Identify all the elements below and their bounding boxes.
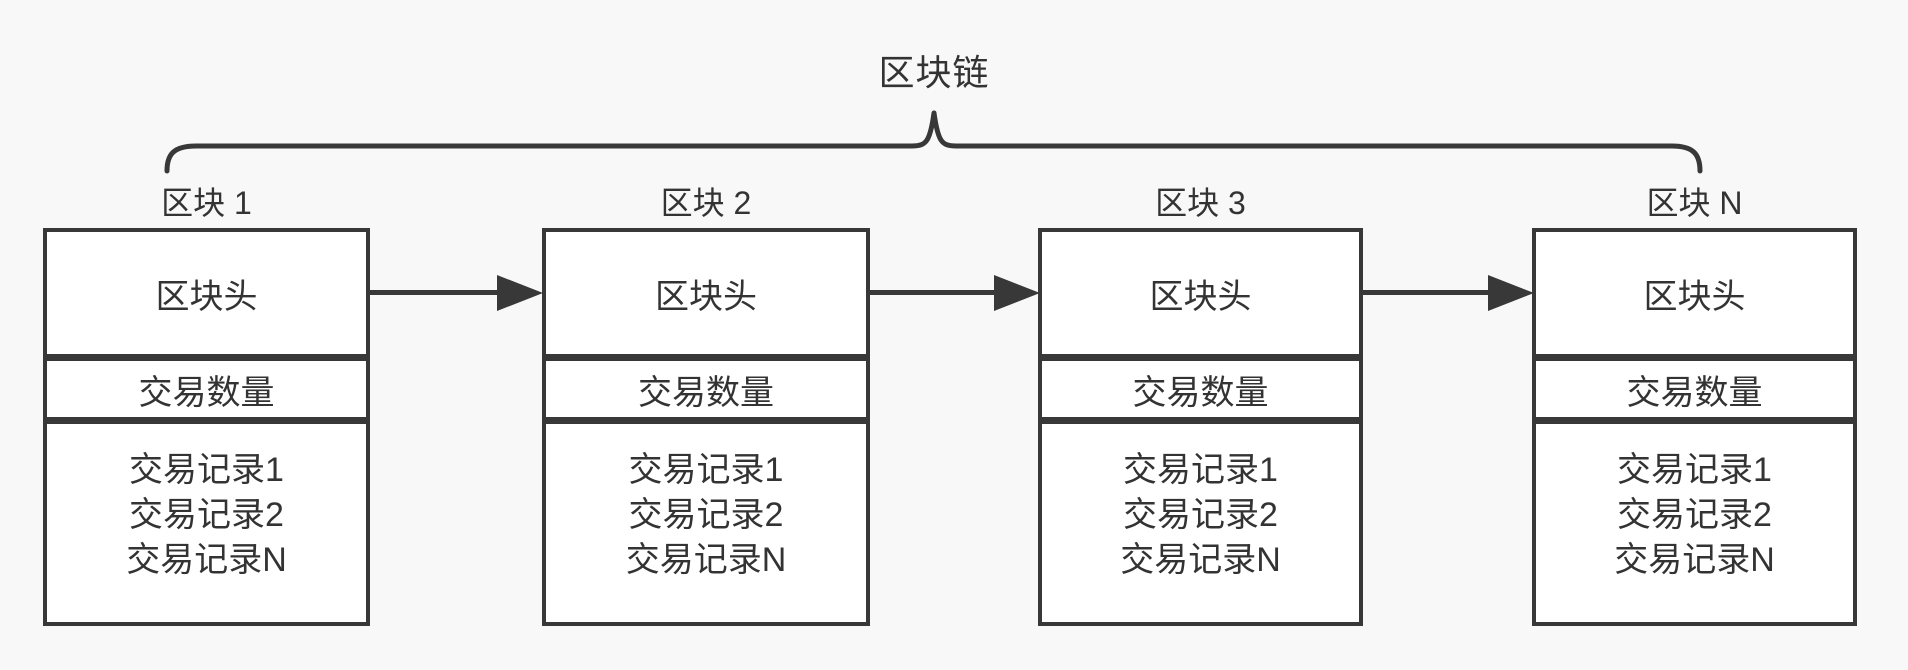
block-title: 区块 1 [161, 185, 252, 221]
block-box: 区块头 交易数量 交易记录1 交易记录2 交易记录N [43, 228, 370, 626]
block-header-label: 区块头 [1643, 277, 1746, 316]
block-header-label: 区块头 [155, 277, 258, 316]
arrow-shaft [368, 290, 499, 295]
block-title: 区块 3 [1155, 185, 1246, 221]
block-group-1: 区块 1 区块头 交易数量 交易记录1 交易记录2 交易记录N [43, 183, 370, 626]
block-group-2: 区块 2 区块头 交易数量 交易记录1 交易记录2 交易记录N [542, 183, 870, 626]
tx-records-cell: 交易记录1 交易记录2 交易记录N [1038, 420, 1363, 626]
block-box: 区块头 交易数量 交易记录1 交易记录2 交易记录N [542, 228, 870, 626]
block-header-label: 区块头 [655, 277, 757, 316]
arrow-block1-to-block2 [368, 275, 543, 311]
tx-record-line: 交易记录N [1614, 540, 1775, 579]
arrow-head-icon [994, 275, 1040, 311]
tx-record-line: 交易记录2 [628, 495, 784, 534]
block-box: 区块头 交易数量 交易记录1 交易记录2 交易记录N [1038, 228, 1363, 626]
tx-record-line: 交易记录1 [129, 450, 284, 489]
tx-count-label: 交易数量 [638, 373, 774, 412]
block-title: 区块 2 [660, 185, 752, 221]
block-header-cell: 区块头 [1532, 228, 1857, 358]
block-header-cell: 区块头 [542, 228, 870, 358]
block-box: 区块头 交易数量 交易记录1 交易记录2 交易记录N [1532, 228, 1857, 626]
tx-records-cell: 交易记录1 交易记录2 交易记录N [43, 420, 370, 626]
tx-count-cell: 交易数量 [1532, 357, 1857, 421]
tx-count-label: 交易数量 [138, 373, 275, 412]
block-title: 区块 N [1646, 185, 1743, 221]
arrow-shaft [868, 290, 996, 295]
tx-count-cell: 交易数量 [542, 357, 870, 421]
arrow-head-icon [497, 275, 543, 311]
tx-record-line: 交易记录1 [1617, 450, 1772, 489]
tx-count-cell: 交易数量 [43, 357, 370, 421]
tx-record-line: 交易记录N [126, 540, 287, 579]
tx-record-line: 交易记录2 [1617, 495, 1772, 534]
block-header-cell: 区块头 [1038, 228, 1363, 358]
tx-record-line: 交易记录2 [129, 495, 284, 534]
chain-brace-path [164, 110, 1703, 174]
chain-title: 区块链 [878, 52, 990, 93]
arrow-shaft [1361, 290, 1490, 295]
tx-record-line: 交易记录N [1120, 540, 1281, 579]
block-group-3: 区块 3 区块头 交易数量 交易记录1 交易记录2 交易记录N [1038, 183, 1363, 626]
block-header-label: 区块头 [1149, 277, 1252, 316]
arrow-head-icon [1488, 275, 1534, 311]
tx-record-line: 交易记录2 [1123, 495, 1278, 534]
tx-count-cell: 交易数量 [1038, 357, 1363, 421]
tx-record-line: 交易记录N [625, 540, 787, 579]
tx-records-cell: 交易记录1 交易记录2 交易记录N [542, 420, 870, 626]
arrow-block3-to-blockn [1361, 275, 1534, 311]
tx-record-line: 交易记录1 [1123, 450, 1278, 489]
tx-record-line: 交易记录1 [628, 450, 784, 489]
tx-count-label: 交易数量 [1626, 373, 1763, 412]
block-group-n: 区块 N 区块头 交易数量 交易记录1 交易记录2 交易记录N [1532, 183, 1857, 626]
arrow-block2-to-block3 [868, 275, 1040, 311]
tx-records-cell: 交易记录1 交易记录2 交易记录N [1532, 420, 1857, 626]
tx-count-label: 交易数量 [1132, 373, 1269, 412]
block-header-cell: 区块头 [43, 228, 370, 358]
